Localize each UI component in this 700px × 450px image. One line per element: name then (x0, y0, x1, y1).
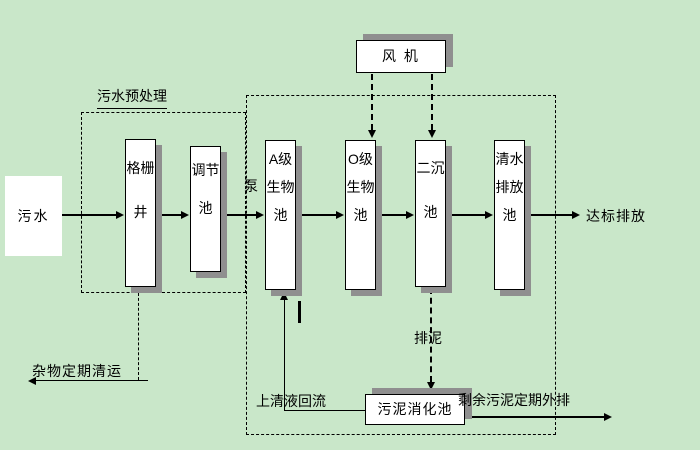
debris-removal-label: 杂物定期清运 (32, 363, 122, 379)
sludge-discharge-label: 排泥 (414, 330, 442, 346)
regulating-tank: 调节池 (190, 146, 221, 272)
debris-dashed-line (138, 288, 139, 380)
flow-arrow-gridwell-to-regulating (157, 211, 189, 219)
flow-arrow-influent-to-gridwell (62, 211, 124, 219)
flow-arrow-tank-o-to-clarifier (377, 211, 414, 219)
bio-treatment-dashed-region (246, 95, 556, 435)
grid-well-tank: 格栅井 (125, 139, 156, 287)
return-line-tick (298, 301, 301, 323)
influent-box: 污水 (5, 176, 62, 256)
debris-removal-arrow (28, 377, 148, 385)
excess-sludge-label: 剩余污泥定期外排 (458, 392, 570, 408)
flow-arrow-cleanwater-to-effluent (526, 211, 580, 219)
sludge-digestion-tank: 污泥消化池 (365, 394, 465, 425)
fan-air-arrow-right (428, 74, 436, 138)
supernatant-return-arrow (280, 292, 288, 410)
fan-box: 风 机 (356, 40, 446, 73)
supernatant-return-line (284, 410, 365, 411)
pretreatment-title: 污水预处理 (97, 86, 167, 109)
clean-water-discharge-tank: 清水排放池 (494, 140, 525, 290)
tank-a-biological: A级生物池 (265, 140, 296, 290)
excess-sludge-arrow (465, 413, 612, 421)
secondary-clarifier-tank: 二沉池 (415, 140, 446, 287)
pump-label: 泵 (244, 178, 258, 194)
fan-air-arrow-left (368, 74, 376, 138)
flow-arrow-clarifier-to-cleanwater (447, 211, 493, 219)
effluent-label: 达标排放 (586, 208, 646, 224)
tank-o-biological: O级生物池 (345, 140, 376, 290)
flow-arrow-regulating-to-tank-a (222, 211, 264, 219)
sludge-discharge-arrow (427, 288, 435, 390)
flow-arrow-tank-a-to-tank-o (297, 211, 344, 219)
supernatant-return-label: 上清液回流 (256, 393, 326, 409)
pretreatment-dashed-region (81, 112, 246, 293)
